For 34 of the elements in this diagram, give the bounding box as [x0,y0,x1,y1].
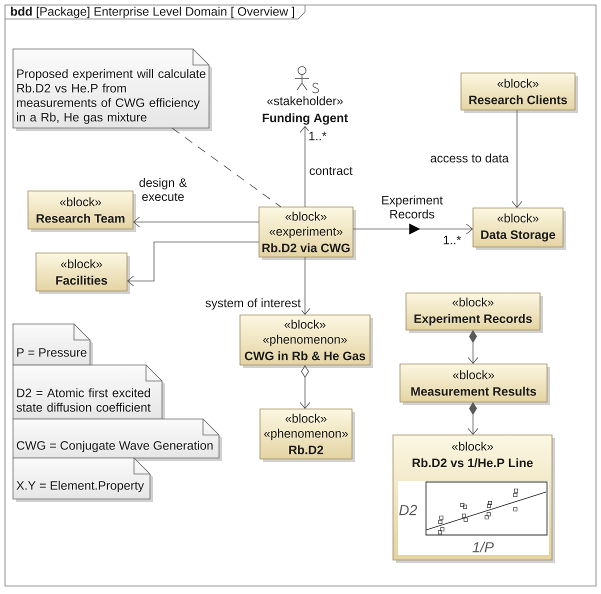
edge-label: Experiment Records [376,194,448,220]
note-box: Proposed experiment will calculate Rb.D2 vs He.P from measurements of CWG efficiency in a Rb, He gas mixture [12,48,212,131]
block-box: «block» Experiment Records [406,292,543,333]
arrow [300,126,310,208]
arrow [352,224,473,234]
arrow [512,110,522,208]
dashed-line [172,128,282,208]
block-box: «block» «phenomenon» CWG in Rb & He Gas [240,314,373,368]
block-box: «block» Research Clients [460,72,578,113]
note-box: X.Y = Element.Property [12,458,153,502]
axis-label: D2 [399,504,418,516]
block-box: «block» Data Storage [472,208,566,250]
edge-label: design & execute [137,177,189,202]
actor-label: «stakeholder» Funding Agent [262,96,348,125]
block-box: «block» Measurement Results [400,364,550,405]
multiplicity-label: 1..* [442,234,462,246]
arrow [468,402,478,435]
note-box: P = Pressure [12,324,93,368]
arrow [300,256,310,315]
block-box: «block» «phenomenon» Rb.D2 [260,408,355,462]
arrow [127,242,260,286]
arrow [468,330,478,364]
edge-label: access to data [429,152,510,164]
block-box: «block» «experiment» Rb.D2 via CWG [258,206,356,260]
frame-heading: bdd [Package] Enterprise Level Domain [ Overview ] [4,4,306,20]
block-box: «block» Research Team [28,190,136,232]
arrow [300,365,310,409]
edge-label: system of interest [204,297,302,311]
axis-label: 1/P [472,542,494,552]
arrow [133,216,260,228]
note-box: CWG = Conjugate Wave Generation [12,418,222,461]
block-box: «block» Facilities [36,252,130,294]
multiplicity-label: 1..* [307,130,328,142]
edge-label: contract [308,166,354,176]
